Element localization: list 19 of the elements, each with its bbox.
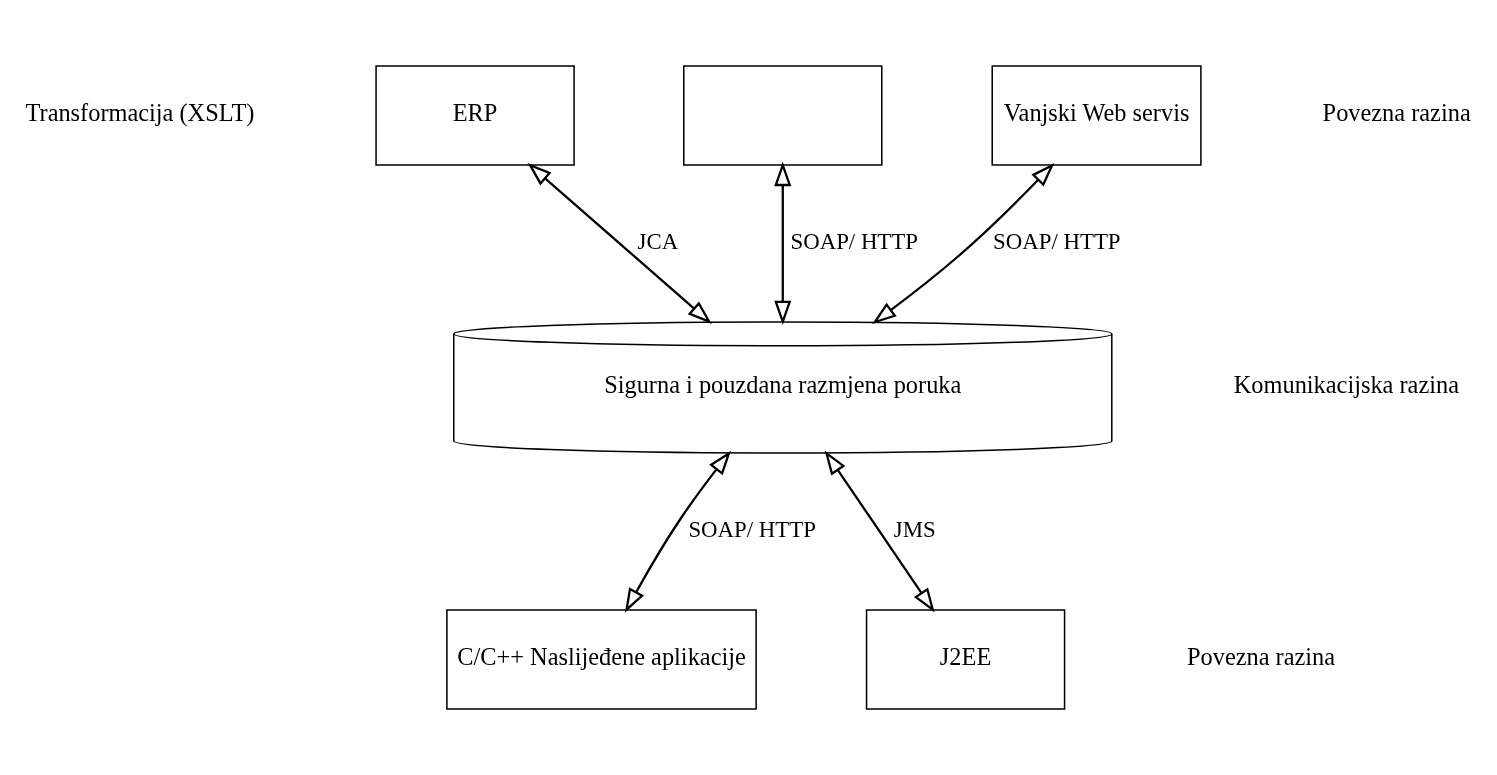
arrow xyxy=(824,450,935,613)
node-box xyxy=(683,65,883,166)
edge-label: SOAP/ HTTP xyxy=(688,516,816,542)
label: Transformacija (XSLT) xyxy=(25,99,255,127)
node-box: C/C++ Naslijeđene aplikacije xyxy=(446,609,757,710)
label: Povezna razina xyxy=(1187,643,1336,671)
arrow xyxy=(774,161,792,326)
node-box: J2EE xyxy=(865,609,1066,710)
node-box: ERP xyxy=(375,65,575,166)
arrow xyxy=(527,162,712,324)
edge-label: SOAP/ HTTP xyxy=(790,228,918,254)
label: Komunikacijska razina xyxy=(1233,371,1459,399)
edge-label: JMS xyxy=(893,516,936,542)
arrow xyxy=(624,450,731,613)
label: Povezna razina xyxy=(1322,99,1471,127)
node-box: Vanjski Web servis xyxy=(991,65,1202,166)
arrow xyxy=(872,162,1055,325)
edge-label: SOAP/ HTTP xyxy=(993,228,1120,254)
edge-label: JCA xyxy=(637,228,677,254)
